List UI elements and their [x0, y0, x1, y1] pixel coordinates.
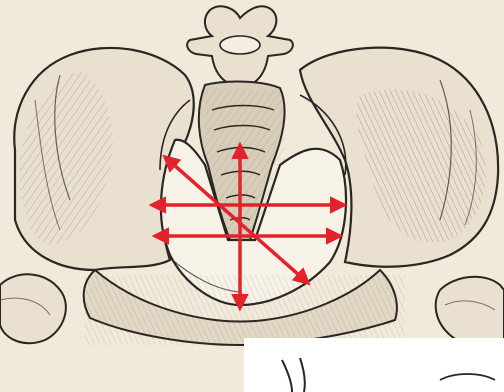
left-femur-head	[0, 274, 66, 343]
pubic-symphysis	[84, 270, 405, 345]
white-panel	[244, 338, 504, 392]
